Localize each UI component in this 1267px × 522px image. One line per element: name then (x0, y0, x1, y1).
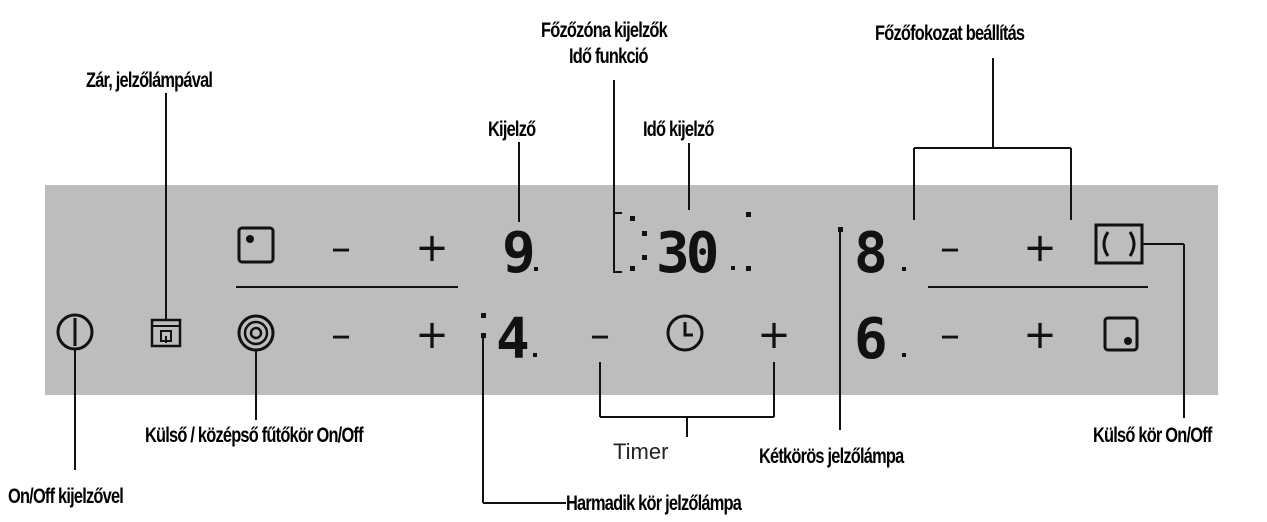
digit-bottom-left: 4 (496, 307, 530, 372)
plus-bottom-right[interactable]: + (1023, 312, 1057, 358)
third-ring-light (481, 313, 486, 318)
plus-top-right[interactable]: + (1023, 225, 1057, 271)
digit-top-left: 9 (502, 221, 536, 286)
label-time-display: Idő kijelző (643, 118, 714, 141)
digit-bottom-right: 6 (854, 307, 888, 372)
dual-ring-icon[interactable] (1094, 223, 1144, 265)
label-onoff: On/Off kijelzővel (8, 485, 124, 508)
label-power-setting: Főzőfokozat beállítás (875, 22, 1025, 45)
label-zone-display-line2: Idő funkció (569, 45, 649, 68)
minus-bottom-right[interactable]: – (940, 312, 960, 358)
plus-top-left[interactable]: + (415, 225, 449, 271)
plus-bottom-left[interactable]: + (415, 312, 449, 358)
zone-icon-bottom-right[interactable] (1103, 316, 1139, 352)
dual-ring-light (838, 227, 843, 232)
power-icon[interactable] (56, 313, 94, 351)
label-third-ring-light: Harmadik kör jelzőlámpa (566, 492, 742, 515)
timer-minus[interactable]: – (590, 312, 610, 358)
leader-lines (74, 58, 1185, 504)
zone-icon[interactable] (237, 226, 275, 264)
timer-plus[interactable]: + (757, 312, 791, 358)
minus-top-left[interactable]: – (331, 225, 351, 271)
label-zone-display-line1: Főzőzóna kijelzők (541, 19, 668, 42)
label-lock: Zár, jelzőlámpával (86, 69, 213, 92)
minus-bottom-left[interactable]: – (331, 312, 351, 358)
digit-top-right: 8 (854, 221, 888, 286)
ring-icon[interactable] (237, 314, 275, 352)
timer-digits: 30 (656, 221, 717, 286)
label-timer: Timer (613, 439, 669, 464)
clock-icon[interactable] (666, 314, 704, 352)
timer-bracket (613, 212, 751, 273)
minus-top-right[interactable]: – (940, 225, 960, 271)
label-display: Kijelző (488, 118, 536, 141)
label-dual-ring-light: Kétkörös jelzőlámpa (759, 445, 904, 468)
lock-icon[interactable] (150, 318, 182, 348)
dot-top-left (534, 267, 538, 271)
label-outer-ring: Külső kör On/Off (1093, 424, 1212, 447)
label-outer-middle-ring: Külső / középső fűtőkör On/Off (145, 424, 364, 447)
